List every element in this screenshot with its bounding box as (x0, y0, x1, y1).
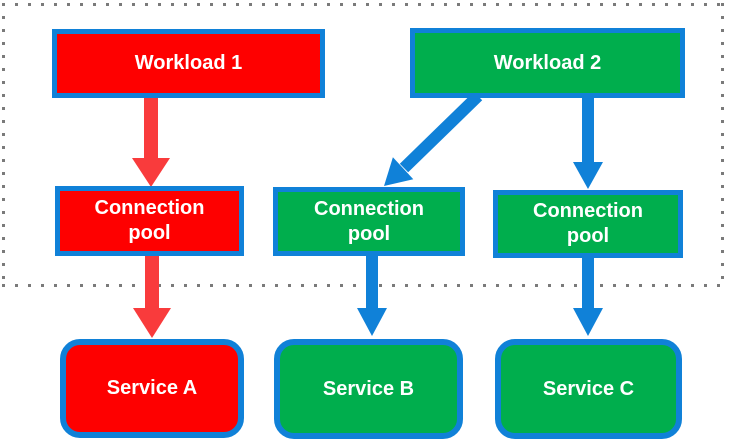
node-label: Connection pool (94, 197, 205, 244)
node-label: Workload 2 (493, 51, 602, 74)
node-service-c: Service C (495, 339, 682, 439)
node-workload-2: Workload 2 (410, 28, 685, 98)
node-label: Service B (322, 377, 415, 400)
node-label: Service A (106, 377, 198, 399)
node-label: Connection pool (314, 197, 424, 245)
node-label: Service C (542, 377, 635, 400)
node-connection-pool-3: Connection pool (493, 190, 683, 258)
node-connection-pool-2: Connection pool (273, 187, 465, 256)
node-service-a: Service A (60, 339, 244, 438)
node-label: Connection pool (533, 200, 643, 247)
node-workload-1: Workload 1 (52, 29, 325, 98)
node-service-b: Service B (274, 339, 463, 439)
node-connection-pool-1: Connection pool (55, 186, 244, 256)
node-label: Workload 1 (134, 52, 243, 74)
